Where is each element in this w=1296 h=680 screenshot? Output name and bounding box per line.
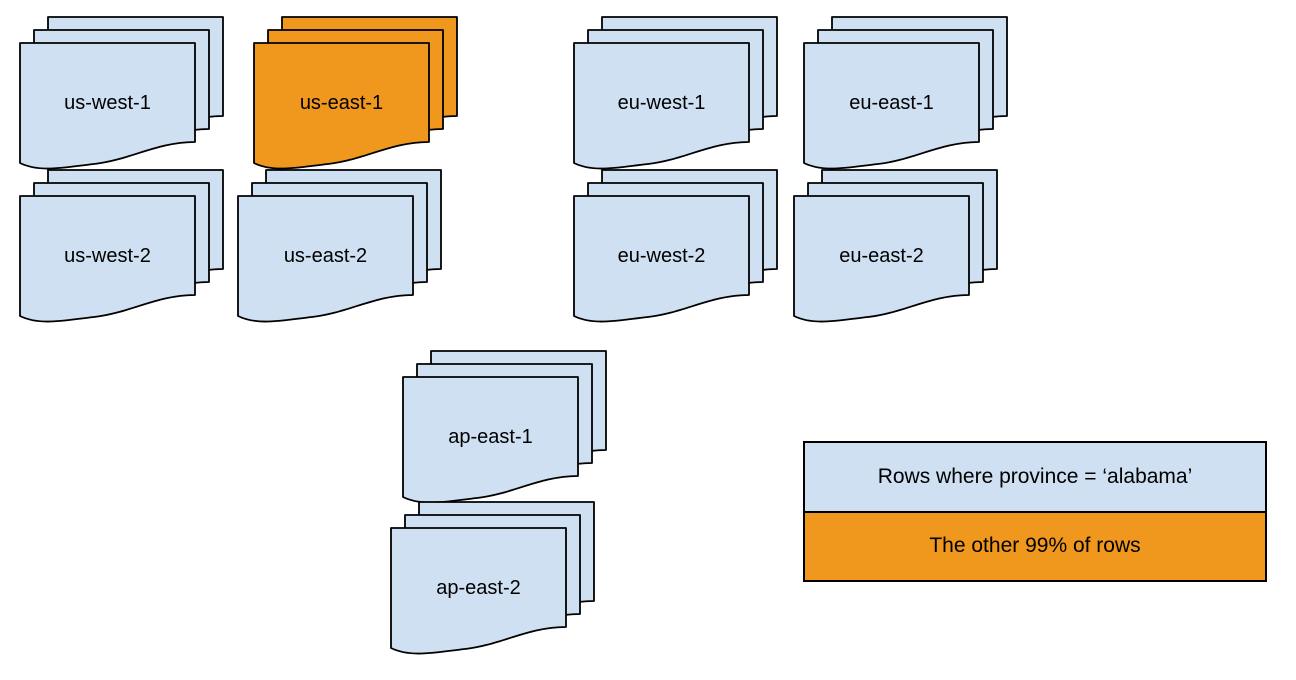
document-front-sheet (573, 195, 750, 323)
document-stack-icon (19, 169, 224, 323)
document-front-sheet (19, 42, 196, 170)
document-stack-icon (402, 350, 607, 504)
document-front-sheet (402, 376, 579, 504)
region-stack-ap-east-2: ap-east-2 (390, 501, 596, 661)
document-front-sheet (793, 195, 970, 323)
region-stack-eu-east-1: eu-east-1 (803, 16, 1009, 176)
document-front-sheet (237, 195, 414, 323)
document-stack-icon (253, 16, 458, 170)
region-stack-eu-west-2: eu-west-2 (573, 169, 779, 329)
document-stack-icon (19, 16, 224, 170)
region-stack-us-west-2: us-west-2 (19, 169, 225, 329)
region-stack-us-east-1: us-east-1 (253, 16, 459, 176)
region-stack-us-west-1: us-west-1 (19, 16, 225, 176)
document-stack-icon (390, 501, 595, 655)
document-front-sheet (19, 195, 196, 323)
document-front-sheet (803, 42, 980, 170)
document-front-sheet (390, 527, 567, 655)
region-stack-us-east-2: us-east-2 (237, 169, 443, 329)
document-front-sheet (253, 42, 430, 170)
legend-item-other-rows: The other 99% of rows (805, 510, 1265, 580)
document-front-sheet (573, 42, 750, 170)
region-stack-eu-east-2: eu-east-2 (793, 169, 999, 329)
legend-item-label: The other 99% of rows (929, 534, 1141, 558)
document-stack-icon (793, 169, 998, 323)
document-stack-icon (803, 16, 1008, 170)
region-stack-ap-east-1: ap-east-1 (402, 350, 608, 510)
document-stack-icon (573, 16, 778, 170)
legend-item-alabama-rows: Rows where province = ‘alabama’ (805, 443, 1265, 511)
region-stack-eu-west-1: eu-west-1 (573, 16, 779, 176)
legend-item-label: Rows where province = ‘alabama’ (877, 464, 1193, 488)
document-stack-icon (237, 169, 442, 323)
legend: Rows where province = ‘alabama’ The othe… (803, 441, 1267, 582)
document-stack-icon (573, 169, 778, 323)
